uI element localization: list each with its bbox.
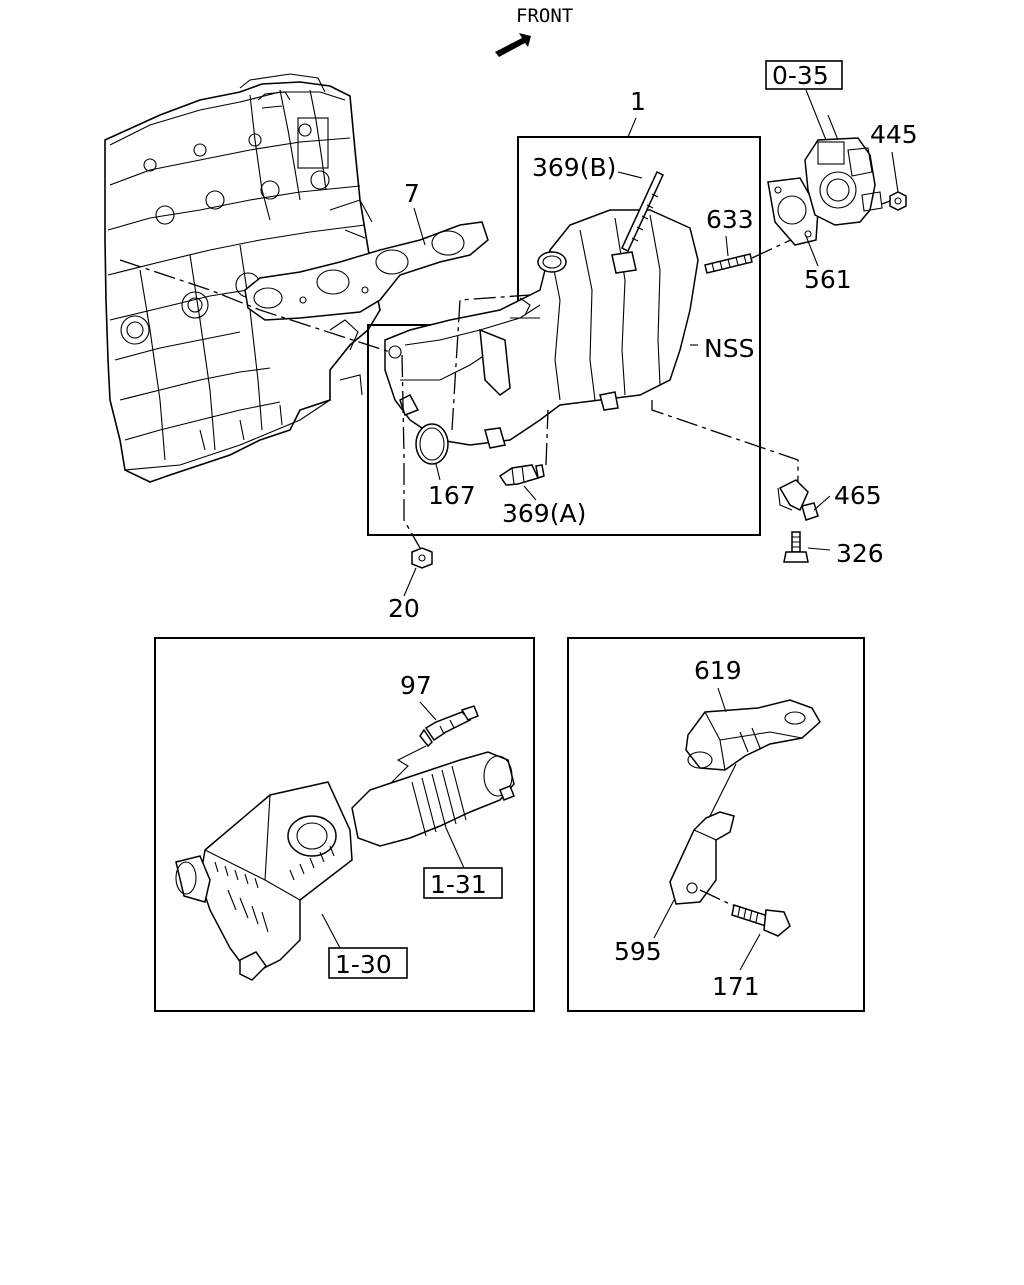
- reference-0-35: 0-35: [772, 61, 829, 90]
- leader-bolt-bracket: [699, 889, 735, 907]
- leader-1: [627, 117, 637, 138]
- callout-1: 1: [630, 87, 646, 116]
- callout-326: 326: [836, 539, 884, 568]
- leader-326: [807, 547, 831, 551]
- reference-1-30: 1-30: [335, 950, 392, 979]
- leader-167: [435, 463, 441, 481]
- callout-445: 445: [870, 120, 918, 149]
- reference-box-1-31: [423, 867, 503, 899]
- leader-633: [725, 235, 729, 257]
- leader-97: [419, 701, 437, 721]
- leader-20: [403, 567, 417, 597]
- leader-sensor-manifold: [545, 409, 549, 466]
- air-cleaner-illustration: [175, 781, 353, 981]
- callout-nss: NSS: [704, 334, 754, 363]
- front-arrow-icon: [495, 33, 531, 57]
- callout-561: 561: [804, 265, 852, 294]
- leader-1-30: [321, 913, 341, 949]
- throttle-body-illustration: [804, 114, 883, 226]
- panel-sensor-bracket: [567, 637, 865, 1012]
- leader-7: [413, 207, 426, 246]
- callout-171: 171: [712, 972, 760, 1001]
- stud-369b-illustration: [621, 170, 664, 253]
- leader-619: [717, 687, 727, 713]
- intake-manifold-illustration: [384, 209, 699, 449]
- o-ring-167-illustration: [415, 423, 449, 465]
- leader-bracket-manifold: [651, 400, 799, 482]
- air-duct-illustration: [351, 751, 515, 847]
- leader-nut-throttle: [881, 200, 891, 205]
- gasket-561-illustration: [767, 177, 819, 246]
- leader-o-ring-manifold: [451, 294, 531, 431]
- leader-445: [891, 151, 899, 193]
- callout-167: 167: [428, 481, 476, 510]
- gasket-7-illustration: [244, 221, 489, 321]
- nut-20-illustration: [411, 547, 433, 569]
- callout-465: 465: [834, 481, 882, 510]
- nut-445-illustration: [889, 191, 907, 211]
- leader-561: [805, 235, 819, 267]
- leader-sensor-619-bracket: [707, 763, 737, 821]
- reference-box-1-30: [328, 947, 408, 979]
- callout-97: 97: [400, 671, 432, 700]
- bracket-465-illustration: [777, 479, 819, 521]
- leader-369a: [523, 485, 537, 501]
- callout-619: 619: [694, 656, 742, 685]
- stud-633-illustration: [704, 253, 753, 274]
- front-label: FRONT: [516, 5, 573, 27]
- callout-369a: 369(A): [502, 499, 586, 528]
- leader-manifold-engine: [119, 259, 391, 353]
- reference-1-31: 1-31: [430, 870, 487, 899]
- callout-7: 7: [404, 179, 420, 208]
- bracket-595-illustration: [669, 811, 735, 905]
- leader-369b: [617, 171, 643, 179]
- callout-20: 20: [388, 594, 420, 623]
- leader-595: [653, 899, 675, 939]
- front-indicator: FRONT: [495, 5, 573, 57]
- leader-0-35: [805, 89, 827, 141]
- callout-595: 595: [614, 937, 662, 966]
- bolt-171-illustration: [731, 904, 791, 937]
- leader-1-31: [445, 827, 465, 869]
- callout-633: 633: [706, 205, 754, 234]
- panel-air-cleaner: [154, 637, 535, 1012]
- bolt-326-illustration: [783, 531, 809, 563]
- leader-nut-20-manifold: [401, 354, 421, 549]
- sensor-619-illustration: [685, 699, 821, 771]
- leader-171: [739, 933, 761, 971]
- callout-369b: 369(B): [532, 153, 616, 182]
- leader-sensor-97-duct: [383, 745, 427, 791]
- sensor-369a-illustration: [498, 464, 545, 486]
- leader-465: [813, 495, 831, 511]
- reference-box-0-35: [765, 60, 843, 90]
- sensor-97-illustration: [419, 705, 479, 748]
